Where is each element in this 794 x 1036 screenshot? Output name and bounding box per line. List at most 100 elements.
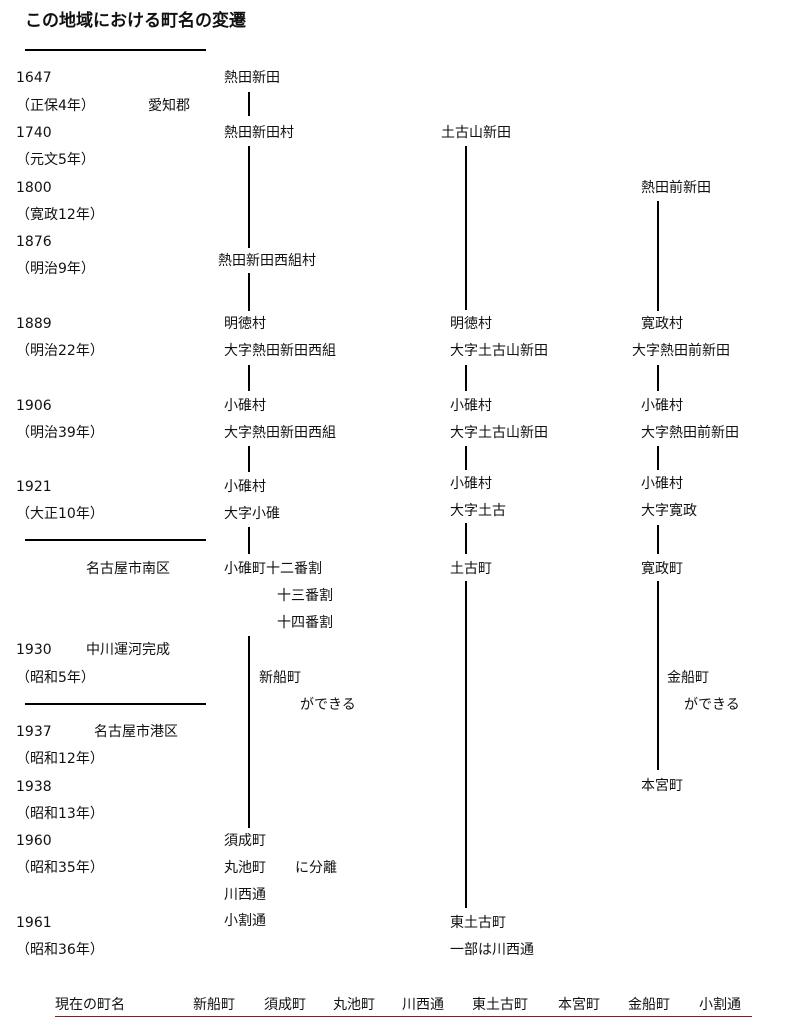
connector-line <box>465 581 467 908</box>
connector-line <box>248 527 250 554</box>
connector-line <box>248 636 250 828</box>
town-name: 本宮町 <box>641 778 683 794</box>
town-name: 小碓村 <box>450 476 492 492</box>
note: に分離 <box>295 860 337 876</box>
connector-line <box>248 273 250 311</box>
era: （明治22年） <box>16 343 104 359</box>
town-name: 熱田新田村 <box>224 125 294 141</box>
current-name: 小割通 <box>699 997 741 1013</box>
town-name: 丸池町 <box>224 860 266 876</box>
town-name: 小碓村 <box>450 398 492 414</box>
town-name: 土古町 <box>450 561 492 577</box>
town-name: 小碓村 <box>641 398 683 414</box>
note-minato: 名古屋市港区 <box>94 724 178 740</box>
divider <box>25 539 206 541</box>
town-name: 十三番割 <box>277 588 333 604</box>
year: 1921 <box>16 479 52 495</box>
divider <box>25 703 206 705</box>
era: （寛政12年） <box>16 207 104 223</box>
connector-line <box>465 146 467 310</box>
town-name: 小碓村 <box>224 479 266 495</box>
note: ができる <box>300 697 356 713</box>
current-name: 東土古町 <box>472 997 528 1013</box>
connector-line <box>248 446 250 472</box>
year: 1937 <box>16 724 52 740</box>
current-name: 本宮町 <box>558 997 600 1013</box>
town-name: 川西通 <box>224 887 266 903</box>
town-name: 寛政村 <box>641 316 683 332</box>
town-name: 熱田新田西組村 <box>218 253 316 269</box>
town-name: 大字土古山新田 <box>450 425 548 441</box>
town-name: 熱田前新田 <box>641 180 711 196</box>
connector-line <box>657 525 659 554</box>
town-name: 大字土古 <box>450 503 506 519</box>
note-aichi: 愛知郡 <box>148 98 190 114</box>
note: 一部は川西通 <box>450 942 534 958</box>
year: 1906 <box>16 398 52 414</box>
year: 1647 <box>16 70 52 86</box>
note-canal: 中川運河完成 <box>86 642 170 658</box>
era: （大正10年） <box>16 506 104 522</box>
connector-line <box>465 365 467 391</box>
town-name: 大字土古山新田 <box>450 343 548 359</box>
town-name: 大字熱田前新田 <box>632 343 730 359</box>
town-name: 金船町 <box>667 670 709 686</box>
town-name: 明徳村 <box>224 316 266 332</box>
town-name: 大字熱田新田西組 <box>224 343 336 359</box>
town-name: 小碓町十二番割 <box>224 561 322 577</box>
town-name: 明徳村 <box>450 316 492 332</box>
town-name: 須成町 <box>224 833 266 849</box>
current-name: 川西通 <box>402 997 444 1013</box>
era: （明治9年） <box>16 261 95 277</box>
current-name: 新船町 <box>193 997 235 1013</box>
note: ができる <box>684 697 740 713</box>
connector-line <box>248 365 250 391</box>
current-label: 現在の町名 <box>55 997 125 1013</box>
era: （昭和12年） <box>16 751 104 767</box>
current-name: 須成町 <box>264 997 306 1013</box>
town-name: 大字小碓 <box>224 506 280 522</box>
year: 1800 <box>16 180 52 196</box>
year: 1889 <box>16 316 52 332</box>
current-town-names: 現在の町名 新船町 須成町 丸池町 川西通 東土古町 本宮町 金船町 小割通 <box>55 996 752 1017</box>
town-name: 新船町 <box>259 670 301 686</box>
year: 1740 <box>16 125 52 141</box>
connector-line <box>248 146 250 248</box>
era: （元文5年） <box>16 152 95 168</box>
era: （昭和35年） <box>16 860 104 876</box>
year: 1961 <box>16 915 52 931</box>
town-name: 土古山新田 <box>441 125 511 141</box>
connector-line <box>657 581 659 770</box>
town-name: 東土古町 <box>450 915 506 931</box>
town-name: 大字寛政 <box>641 503 697 519</box>
era: （昭和36年） <box>16 942 104 958</box>
connector-line <box>657 365 659 391</box>
note-minami: 名古屋市南区 <box>86 561 170 577</box>
divider <box>25 49 206 51</box>
era: （明治39年） <box>16 425 104 441</box>
year: 1930 <box>16 642 52 658</box>
town-name: 大字熱田前新田 <box>641 425 739 441</box>
era: （昭和13年） <box>16 806 104 822</box>
town-name: 大字熱田新田西組 <box>224 425 336 441</box>
town-name: 寛政町 <box>641 561 683 577</box>
year: 1876 <box>16 234 52 250</box>
town-name: 熱田新田 <box>224 70 280 86</box>
current-name: 丸池町 <box>333 997 375 1013</box>
page-title: この地域における町名の変遷 <box>25 11 246 31</box>
era: （正保4年） <box>16 98 95 114</box>
town-name: 小碓村 <box>641 476 683 492</box>
connector-line <box>657 446 659 470</box>
town-name: 小碓村 <box>224 398 266 414</box>
connector-line <box>465 446 467 470</box>
town-name: 十四番割 <box>277 615 333 631</box>
connector-line <box>248 92 250 116</box>
connector-line <box>657 201 659 311</box>
connector-line <box>465 523 467 554</box>
current-name: 金船町 <box>628 997 670 1013</box>
town-name: 小割通 <box>224 913 266 929</box>
era: （昭和5年） <box>16 670 95 686</box>
year: 1960 <box>16 833 52 849</box>
year: 1938 <box>16 779 52 795</box>
